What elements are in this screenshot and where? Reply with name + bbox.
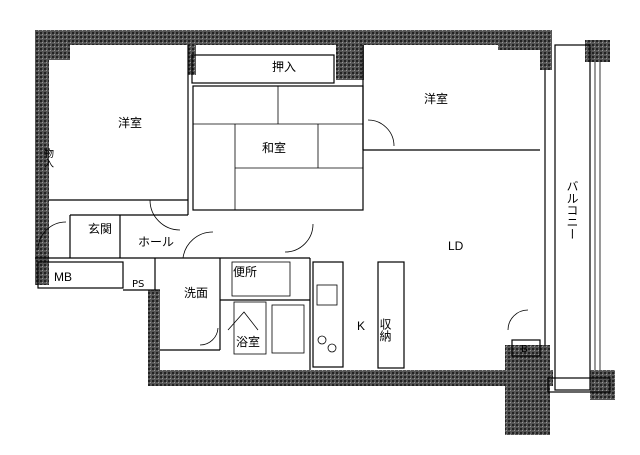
label-storage: 収納 (378, 318, 392, 342)
label-entrance: 玄関 (88, 221, 112, 236)
interior-walls (35, 44, 611, 393)
label-kitchen: K (357, 319, 365, 333)
door-swings (37, 119, 529, 346)
label-western-left: 洋室 (118, 115, 142, 130)
label-closet-top: 押入 (272, 60, 296, 74)
label-western-right: 洋室 (424, 91, 448, 106)
label-shoe-storage: 物入 (42, 147, 54, 168)
label-small-box: B (521, 344, 528, 355)
label-balcony: バルコニー (565, 180, 579, 240)
room-labels: 洋室 洋室 和室 押入 玄関 ホール LD K 洗面 便所 浴室 MB PS 収… (42, 60, 580, 355)
label-mb: MB (54, 270, 72, 284)
label-hall: ホール (138, 235, 174, 249)
label-washroom: 洗面 (184, 286, 208, 300)
label-ld: LD (448, 239, 464, 253)
outer-walls (35, 30, 615, 435)
label-toilet: 便所 (233, 265, 257, 279)
label-ps: PS (132, 279, 144, 290)
label-bathroom: 浴室 (236, 334, 260, 349)
label-japanese: 和室 (262, 140, 286, 155)
